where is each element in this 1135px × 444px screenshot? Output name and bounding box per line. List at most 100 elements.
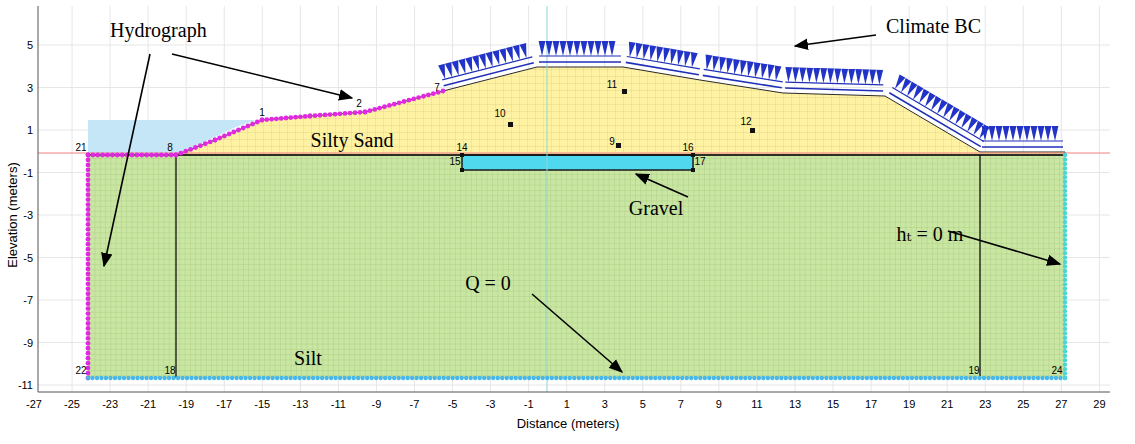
bc-dot: [986, 376, 990, 380]
bc-dot: [770, 376, 774, 380]
bc-dot: [1063, 166, 1067, 170]
climate-line: [626, 62, 699, 74]
bc-dot: [1063, 313, 1067, 317]
point-number: 16: [682, 142, 693, 153]
bc-dot: [270, 376, 274, 380]
climate-arrow: [438, 64, 445, 79]
tick-label: 9: [716, 398, 722, 410]
bc-dot: [323, 113, 328, 118]
tick-label: -9: [372, 398, 382, 410]
bc-dot: [1063, 188, 1067, 192]
climate-arrow: [629, 42, 636, 57]
climate-arrow: [1045, 126, 1052, 141]
climate-line: [539, 61, 621, 63]
bc-dot: [432, 376, 436, 380]
bc-dot: [421, 94, 426, 99]
bc-dot: [100, 153, 105, 158]
bc-dot: [662, 376, 666, 380]
bc-dot: [248, 376, 252, 380]
bc-dot: [144, 153, 149, 158]
bc-dot: [459, 376, 463, 380]
climate-line: [982, 140, 1063, 141]
bc-dot: [896, 376, 900, 380]
bc-dot: [378, 376, 382, 380]
bc-dot: [216, 376, 220, 380]
point-number: 1: [259, 107, 265, 118]
climate-arrow: [684, 51, 691, 66]
bc-dot: [343, 111, 348, 116]
boundary-conditions: [86, 41, 1068, 380]
bc-dot: [86, 326, 91, 331]
bc-dot: [293, 115, 298, 120]
climate-arrow: [989, 126, 996, 141]
climate-arrow: [862, 69, 869, 84]
bc-dot: [212, 376, 216, 380]
bc-dot: [626, 376, 630, 380]
region-boundary: [979, 155, 980, 378]
bc-dot: [153, 376, 157, 380]
bc-dot: [1063, 336, 1067, 340]
bc-dot: [446, 376, 450, 380]
climate-arrow: [452, 60, 459, 75]
tick-label: -21: [140, 398, 156, 410]
bc-dot: [86, 197, 91, 202]
climate-arrow: [472, 55, 479, 70]
grid-line: [38, 45, 1110, 46]
climate-arrow: [458, 59, 465, 74]
climate-line: [539, 55, 621, 56]
grid-line: [72, 6, 73, 392]
bc-dot: [1063, 371, 1067, 375]
climate-arrow: [841, 69, 848, 84]
tick-label: 29: [1093, 398, 1105, 410]
bc-dot: [977, 376, 981, 380]
bc-dot: [86, 227, 91, 232]
bc-dot: [86, 272, 91, 277]
bc-dot: [1049, 376, 1053, 380]
point-number: 22: [75, 365, 86, 376]
bc-dot: [405, 376, 409, 380]
climate-arrow: [785, 67, 792, 82]
bc-dot: [423, 376, 427, 380]
bc-dot: [86, 281, 91, 286]
bc-dot: [303, 114, 308, 119]
bc-dot: [117, 376, 121, 380]
climate-arrow: [643, 44, 650, 59]
bc-dot: [188, 147, 193, 152]
bc-dot: [86, 291, 91, 296]
bc-dot: [198, 143, 203, 148]
bc-dot: [217, 136, 222, 141]
bc-dot: [923, 376, 927, 380]
bc-dot: [1063, 269, 1067, 273]
bc-dot: [1063, 171, 1067, 175]
bc-dot: [252, 376, 256, 380]
bc-dot: [500, 376, 504, 380]
bc-dot: [842, 376, 846, 380]
boundary-label: hₜ = 0 m: [897, 223, 964, 245]
bc-dot: [86, 242, 91, 247]
bc-dot: [914, 376, 918, 380]
bc-dot: [131, 376, 135, 380]
bc-dot: [680, 376, 684, 380]
bc-dot: [86, 296, 91, 301]
bc-dot: [734, 376, 738, 380]
bc-dot: [1040, 376, 1044, 380]
bc-dot: [441, 376, 445, 380]
climate-arrow: [602, 41, 609, 56]
bc-dot: [802, 376, 806, 380]
bc-dot: [86, 376, 90, 380]
bc-dot: [260, 118, 265, 123]
bc-dot: [973, 376, 977, 380]
bc-dot: [1063, 287, 1067, 291]
bc-dot: [383, 376, 387, 380]
tick-label: 3: [27, 81, 33, 93]
bc-dot: [941, 376, 945, 380]
bc-dot: [113, 376, 117, 380]
axis-title: Distance (meters): [517, 417, 620, 431]
bc-dot: [590, 376, 594, 380]
bc-dot: [241, 126, 246, 131]
bc-dot: [266, 376, 270, 380]
tick-label: -7: [410, 398, 420, 410]
bc-dot: [243, 376, 247, 380]
tick-label: 13: [789, 398, 801, 410]
bc-dot: [1063, 367, 1067, 371]
